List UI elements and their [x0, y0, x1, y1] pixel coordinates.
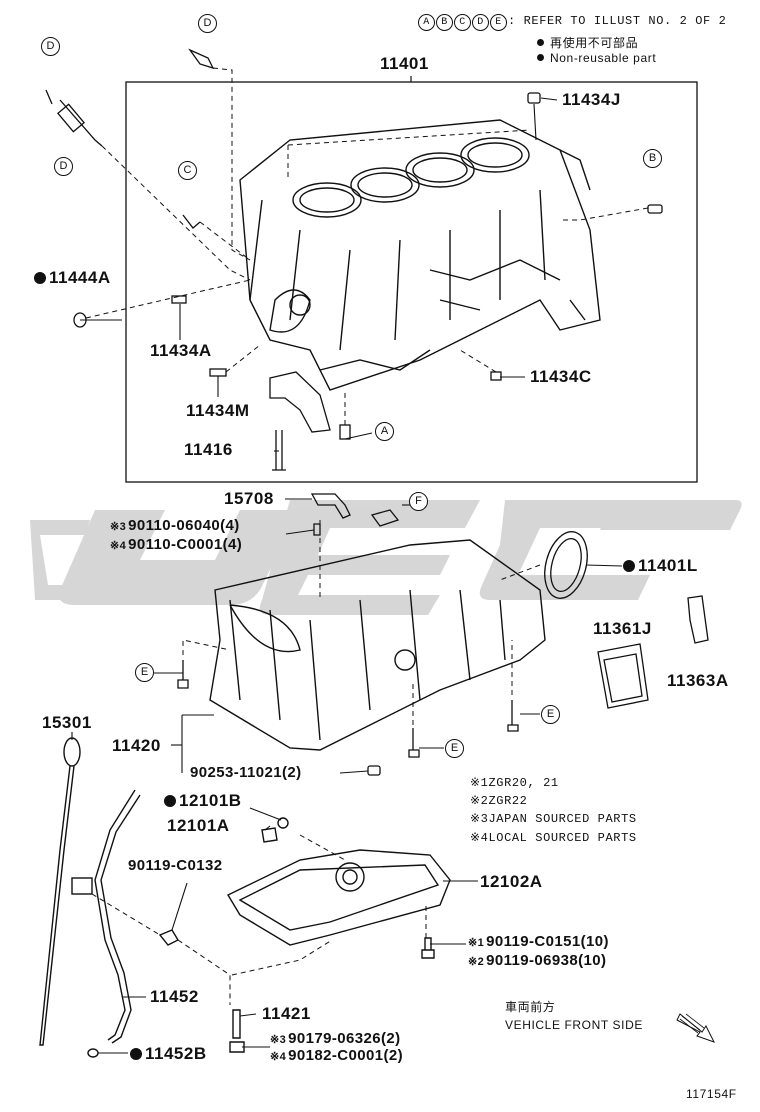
nonreusable-en: Non-reusable part: [537, 51, 656, 65]
part-label-11434M[interactable]: 11434M: [186, 401, 250, 420]
ref-text: : REFER TO ILLUST NO. 2 OF 2: [508, 14, 727, 28]
callout-e-right: E: [541, 705, 560, 724]
watermark: [30, 500, 742, 615]
part-label-12101A[interactable]: 12101A: [167, 816, 230, 835]
note-1: ※1ZGR20, 21: [470, 776, 559, 790]
part-label-12101B[interactable]: 12101B: [164, 791, 242, 811]
note-2: ※2ZGR22: [470, 794, 528, 808]
callout-e-left: E: [135, 663, 154, 682]
vehicle-front-arrow: [676, 1013, 716, 1043]
note-3: ※3JAPAN SOURCED PARTS: [470, 812, 637, 826]
front-side-en: VEHICLE FRONT SIDE: [505, 1018, 643, 1032]
callout-d-top: D: [198, 14, 217, 33]
part-label-90253-11021[interactable]: 90253-11021(2): [190, 764, 302, 781]
note-4: ※4LOCAL SOURCED PARTS: [470, 831, 637, 845]
nonreusable-dot-icon: [130, 1048, 142, 1060]
part-label-11452B[interactable]: 11452B: [130, 1044, 207, 1064]
leader-lines-top: [80, 97, 558, 452]
callout-d-left: D: [41, 37, 60, 56]
block-frame: [125, 81, 698, 483]
lower-block-illustration: [209, 539, 546, 751]
part-label-11363A[interactable]: 11363A: [667, 671, 729, 690]
nonreusable-dot-icon: [623, 560, 635, 572]
part-label-90119-C0132[interactable]: 90119-C0132: [128, 857, 223, 874]
dashed-lines-lower: [182, 520, 541, 725]
nonreusable-dot-icon: [34, 272, 46, 284]
ref-letter-e: E: [490, 14, 507, 31]
part-label-15708[interactable]: 15708: [224, 489, 274, 508]
dashed-lines-pan: [91, 834, 427, 1005]
leader-lines-pan: [71, 732, 478, 1054]
part-label-12102A[interactable]: 12102A: [480, 872, 543, 891]
front-side-jp: 車両前方: [505, 1000, 556, 1014]
callout-b: B: [643, 149, 662, 168]
part-label-11401L[interactable]: 11401L: [623, 556, 698, 576]
ref-letter-a: A: [418, 14, 435, 31]
nonreusable-dot-icon: [537, 54, 544, 61]
part-label-11434J[interactable]: 11434J: [562, 90, 621, 109]
illustration-number: 117154F: [686, 1087, 737, 1101]
leader-lines-lower: [154, 498, 623, 774]
cylinder-block-illustration: [239, 119, 601, 391]
nonreusable-dot-icon: [164, 795, 176, 807]
callout-c: C: [178, 161, 197, 180]
part-label-11401[interactable]: 11401: [380, 54, 429, 73]
dipstick-illustration: [39, 737, 141, 1058]
ref-letter-d: D: [472, 14, 489, 31]
callout-a: A: [375, 422, 394, 441]
nonreusable-dot-icon: [537, 39, 544, 46]
callout-d-lower: D: [54, 157, 73, 176]
part-label-11434C[interactable]: 11434C: [530, 367, 592, 386]
small-parts-top: [45, 48, 663, 471]
small-parts-lower: [177, 493, 709, 776]
callout-f: F: [409, 492, 428, 511]
part-label-11452[interactable]: 11452: [150, 987, 199, 1006]
part-label-11434A[interactable]: 11434A: [150, 341, 212, 360]
part-label-11416[interactable]: 11416: [184, 440, 233, 459]
oil-pan-illustration: [158, 817, 451, 1053]
part-label-11361J[interactable]: 11361J: [593, 619, 652, 638]
ref-letter-b: B: [436, 14, 453, 31]
part-label-11444A[interactable]: 11444A: [34, 268, 111, 288]
nonreusable-jp: 再使用不可部品: [537, 34, 638, 51]
part-label-11420[interactable]: 11420: [112, 736, 161, 755]
ref-letter-c: C: [454, 14, 471, 31]
dashed-lines-top: [85, 67, 649, 425]
part-label-11421[interactable]: 11421: [262, 1004, 311, 1023]
callout-e-mid: E: [445, 739, 464, 758]
part-label-15301[interactable]: 15301: [42, 713, 92, 732]
